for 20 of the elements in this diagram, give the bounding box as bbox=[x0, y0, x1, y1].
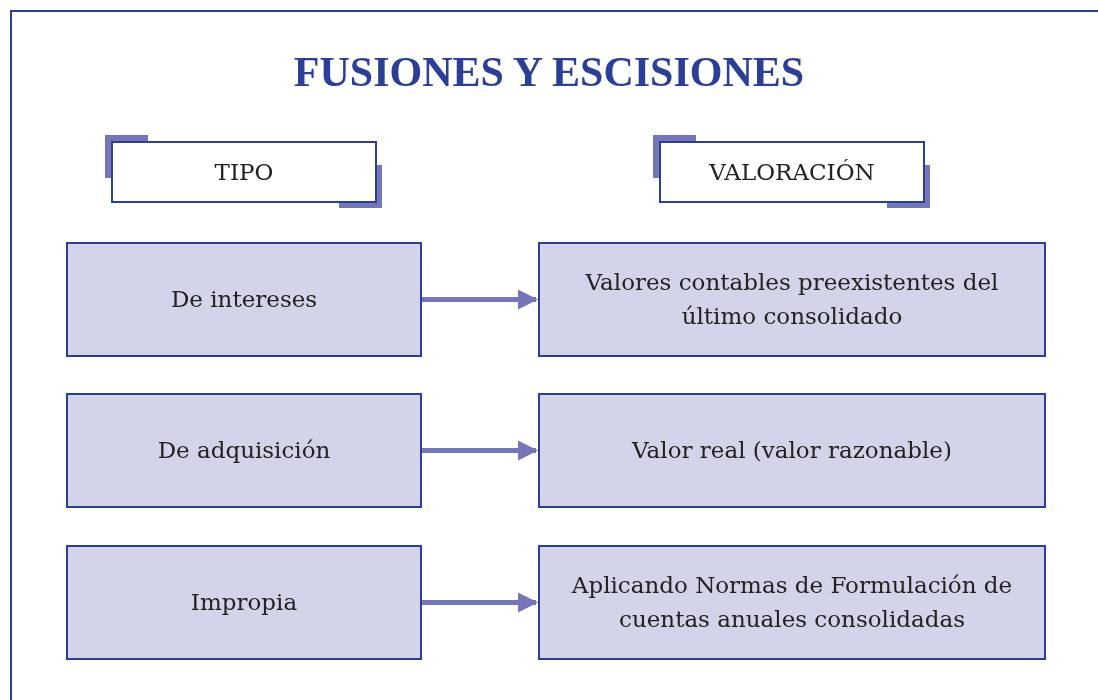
box-text: De intereses bbox=[170, 284, 318, 314]
column-header: VALORACIÓN bbox=[709, 159, 875, 185]
arrow bbox=[422, 592, 538, 613]
box-text: Valores contables preexistentes del último consolidado bbox=[584, 268, 1000, 331]
box-text: Valor real (valor razonable) bbox=[632, 435, 952, 465]
box-text: De adquisición bbox=[157, 435, 331, 465]
column-header-box bbox=[111, 141, 377, 203]
category-box bbox=[66, 545, 422, 660]
category-box bbox=[66, 393, 422, 508]
column-header: TIPO bbox=[214, 159, 274, 185]
box-text: Impropia bbox=[190, 587, 298, 617]
arrow bbox=[422, 440, 538, 461]
column-header-box bbox=[659, 141, 925, 203]
box-text: Aplicando Normas de Formulación de cuentas anuales consolidadas bbox=[570, 571, 1014, 634]
category-box bbox=[538, 393, 1046, 508]
category-box bbox=[66, 242, 422, 357]
diagram-title: FUSIONES Y ESCISIONES bbox=[292, 48, 806, 96]
category-box bbox=[538, 242, 1046, 357]
arrow bbox=[422, 289, 538, 310]
category-box bbox=[538, 545, 1046, 660]
